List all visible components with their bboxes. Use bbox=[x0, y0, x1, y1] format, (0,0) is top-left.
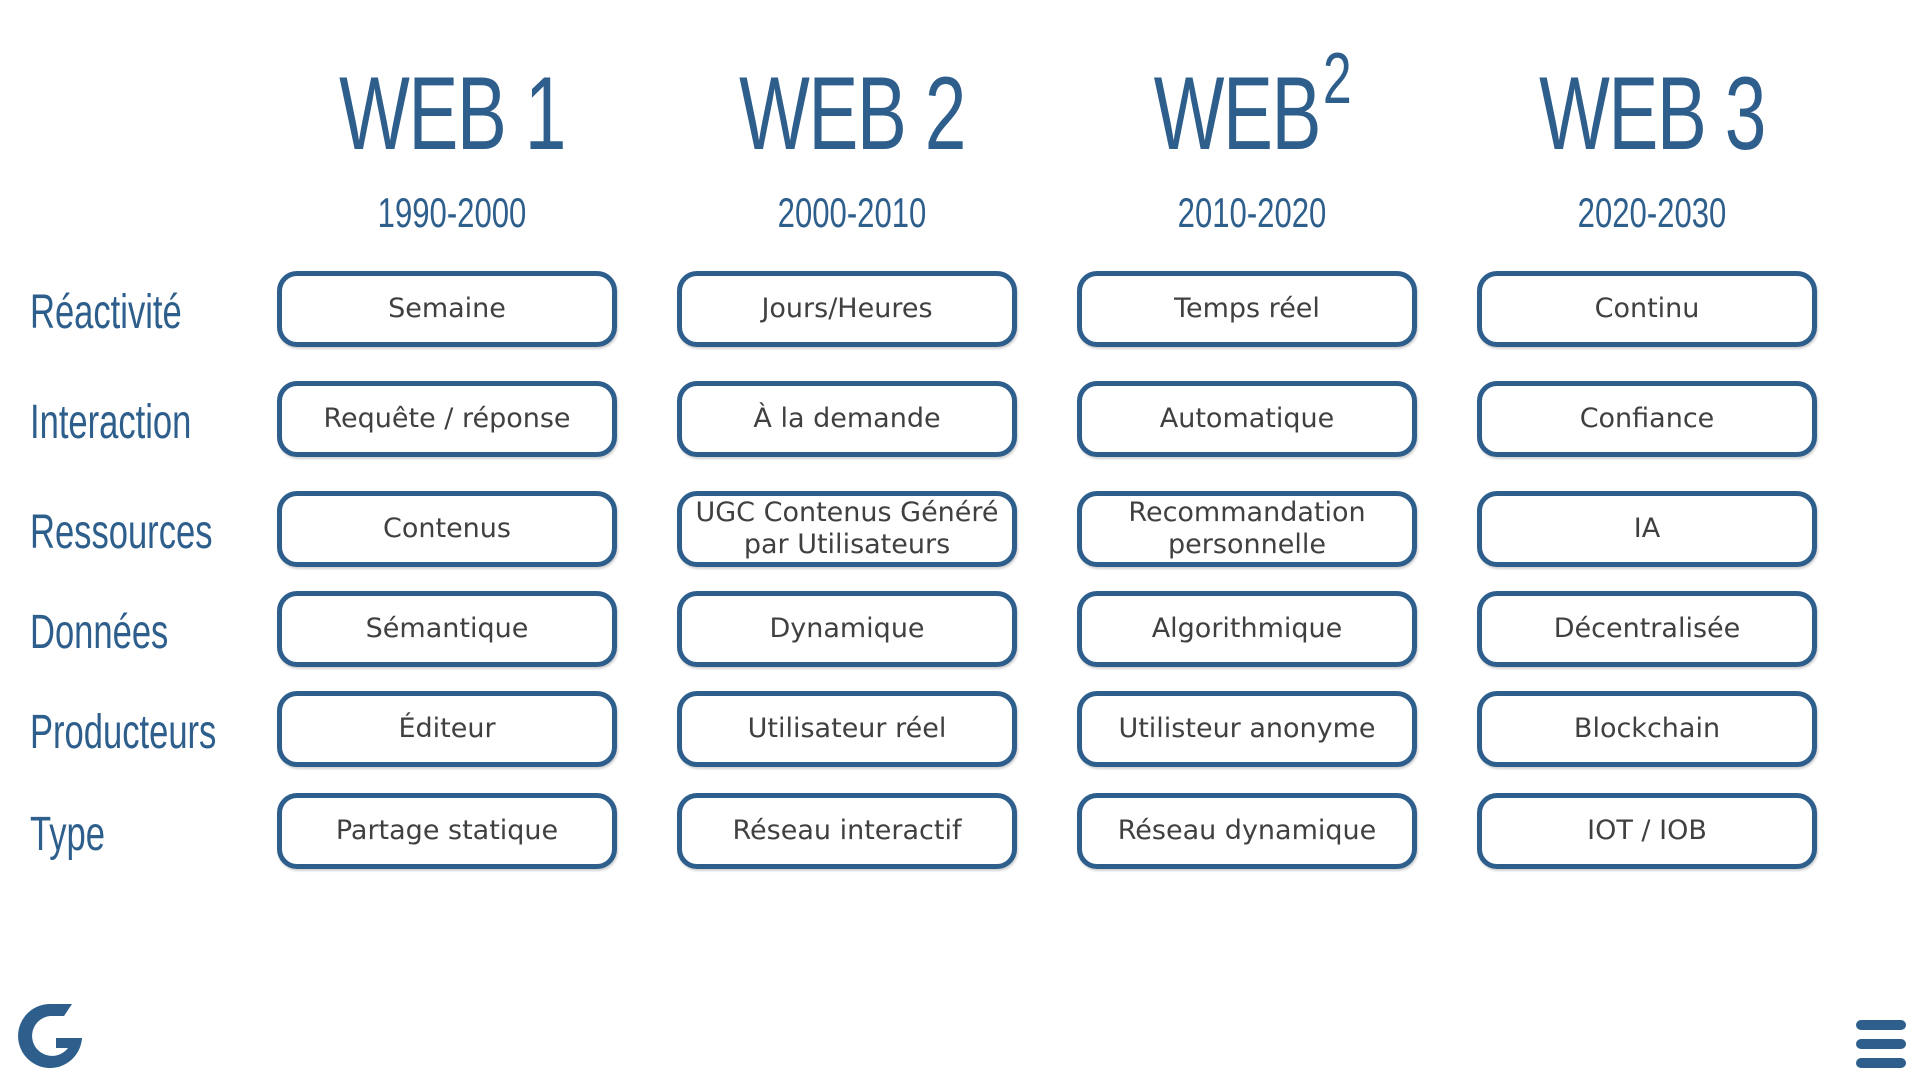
column-period: 1990-2000 bbox=[377, 189, 527, 236]
column-header-web2: WEB 2 2000-2010 bbox=[677, 62, 1027, 234]
column-period: 2020-2030 bbox=[1577, 189, 1727, 236]
hamburger-menu-icon[interactable] bbox=[1856, 1020, 1906, 1068]
table-cell: Blockchain bbox=[1477, 691, 1817, 767]
table-cell: Contenus bbox=[277, 491, 617, 567]
row-label-interaction: Interaction bbox=[30, 396, 192, 449]
table-cell: Continu bbox=[1477, 271, 1817, 347]
column-header-web1: WEB 1 1990-2000 bbox=[277, 62, 627, 234]
superscript: 2 bbox=[1322, 39, 1352, 119]
menu-bar bbox=[1856, 1020, 1906, 1030]
column-period: 2000-2010 bbox=[777, 189, 927, 236]
table-cell: Recommandation personnelle bbox=[1077, 491, 1417, 567]
table-cell: Dynamique bbox=[677, 591, 1017, 667]
column-title: WEB 2 bbox=[739, 56, 966, 172]
table-cell: Partage statique bbox=[277, 793, 617, 869]
table-cell: Temps réel bbox=[1077, 271, 1417, 347]
row-label-reactivite: Réactivité bbox=[30, 286, 182, 339]
table-cell: Sémantique bbox=[277, 591, 617, 667]
row-label-ressources: Ressources bbox=[30, 506, 213, 559]
menu-bar bbox=[1856, 1039, 1906, 1049]
column-title: WEB2 bbox=[1153, 39, 1352, 172]
column-period: 2010-2020 bbox=[1177, 189, 1327, 236]
column-header-web-squared: WEB2 2010-2020 bbox=[1077, 39, 1427, 236]
table-cell: Réseau interactif bbox=[677, 793, 1017, 869]
column-title: WEB 3 bbox=[1539, 56, 1766, 172]
table-cell: Éditeur bbox=[277, 691, 617, 767]
table-cell: UGC Contenus Généré par Utilisateurs bbox=[677, 491, 1017, 567]
column-title: WEB 1 bbox=[339, 56, 566, 172]
g-logo-icon bbox=[12, 998, 88, 1074]
table-cell: Requête / réponse bbox=[277, 381, 617, 457]
table-cell: IOT / IOB bbox=[1477, 793, 1817, 869]
row-label-producteurs: Producteurs bbox=[30, 706, 217, 759]
menu-bar bbox=[1856, 1058, 1906, 1068]
column-header-web3: WEB 3 2020-2030 bbox=[1477, 62, 1827, 234]
table-cell: Utilisteur anonyme bbox=[1077, 691, 1417, 767]
table-cell: Semaine bbox=[277, 271, 617, 347]
table-cell: Utilisateur réel bbox=[677, 691, 1017, 767]
table-cell: Confiance bbox=[1477, 381, 1817, 457]
row-label-donnees: Données bbox=[30, 606, 169, 659]
row-label-type: Type bbox=[30, 808, 105, 861]
table-cell: Décentralisée bbox=[1477, 591, 1817, 667]
table-cell: Jours/Heures bbox=[677, 271, 1017, 347]
table-cell: IA bbox=[1477, 491, 1817, 567]
table-cell: Automatique bbox=[1077, 381, 1417, 457]
table-cell: Réseau dynamique bbox=[1077, 793, 1417, 869]
table-cell: À la demande bbox=[677, 381, 1017, 457]
table-cell: Algorithmique bbox=[1077, 591, 1417, 667]
